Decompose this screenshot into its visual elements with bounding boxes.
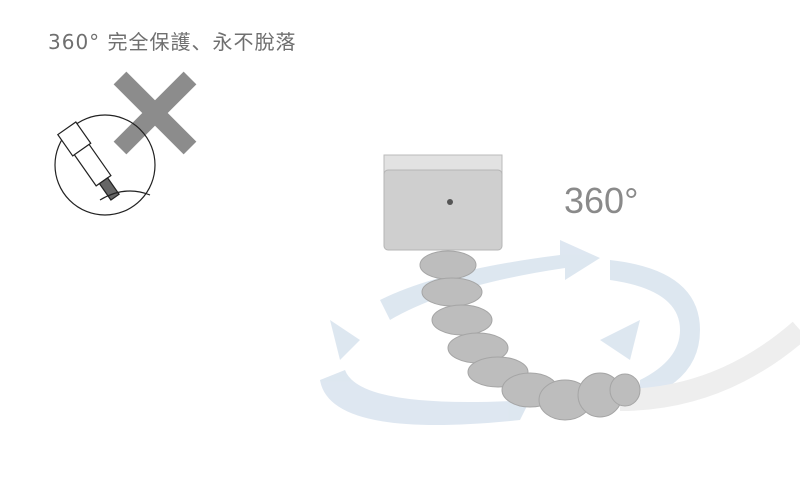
- spiral-protector: [419, 250, 641, 421]
- cross-icon: [113, 71, 197, 155]
- broken-cable-inset: [54, 114, 156, 216]
- heading: 360° 完全保護、永不脫落: [48, 30, 297, 54]
- cable: [619, 321, 800, 411]
- rotation-arrows-icon: [320, 240, 700, 425]
- rotation-label: 360°: [564, 180, 639, 221]
- magsafe-connector: [383, 154, 503, 251]
